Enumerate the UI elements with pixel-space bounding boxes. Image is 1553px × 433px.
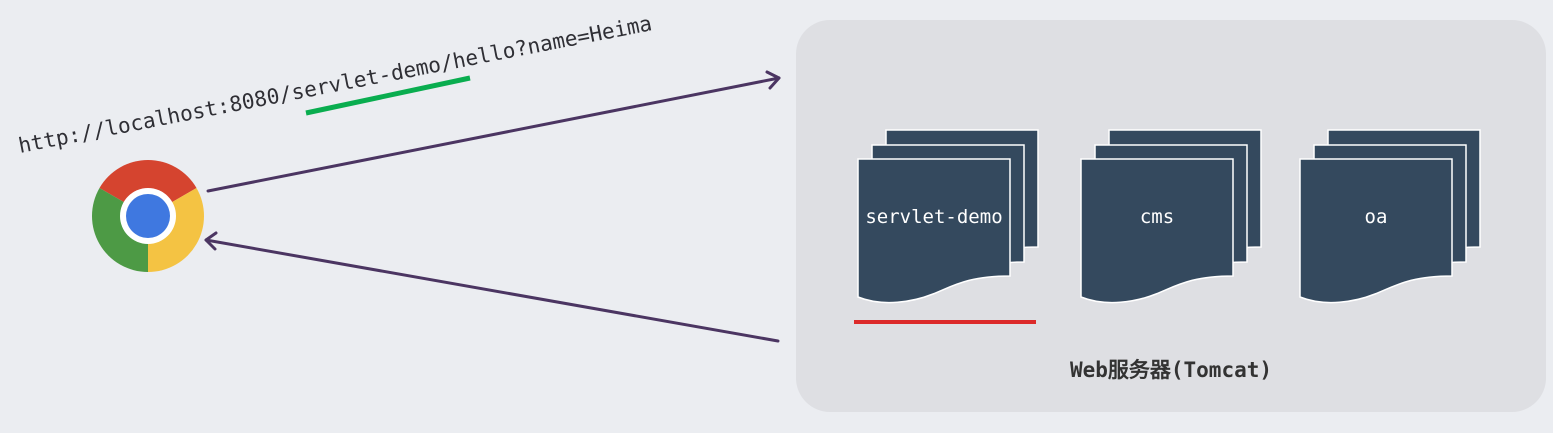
web-app-stacks: servlet-demo cms oa <box>857 129 1481 304</box>
app-stack-cms: cms <box>1080 129 1262 304</box>
app-label-servlet-demo: servlet-demo <box>865 206 1002 228</box>
chrome-browser-icon <box>91 159 205 272</box>
response-arrow <box>204 231 780 343</box>
app-stack-oa: oa <box>1299 129 1481 304</box>
app-label-oa: oa <box>1365 206 1388 228</box>
context-path-underline <box>305 75 471 116</box>
request-url: http://localhost:8080/servlet-demo/hello… <box>16 11 654 158</box>
app-label-cms: cms <box>1140 206 1174 228</box>
app-stack-servlet-demo: servlet-demo <box>857 129 1039 304</box>
server-label: Web服务器(Tomcat) <box>1070 358 1272 382</box>
request-arrow <box>206 70 781 193</box>
